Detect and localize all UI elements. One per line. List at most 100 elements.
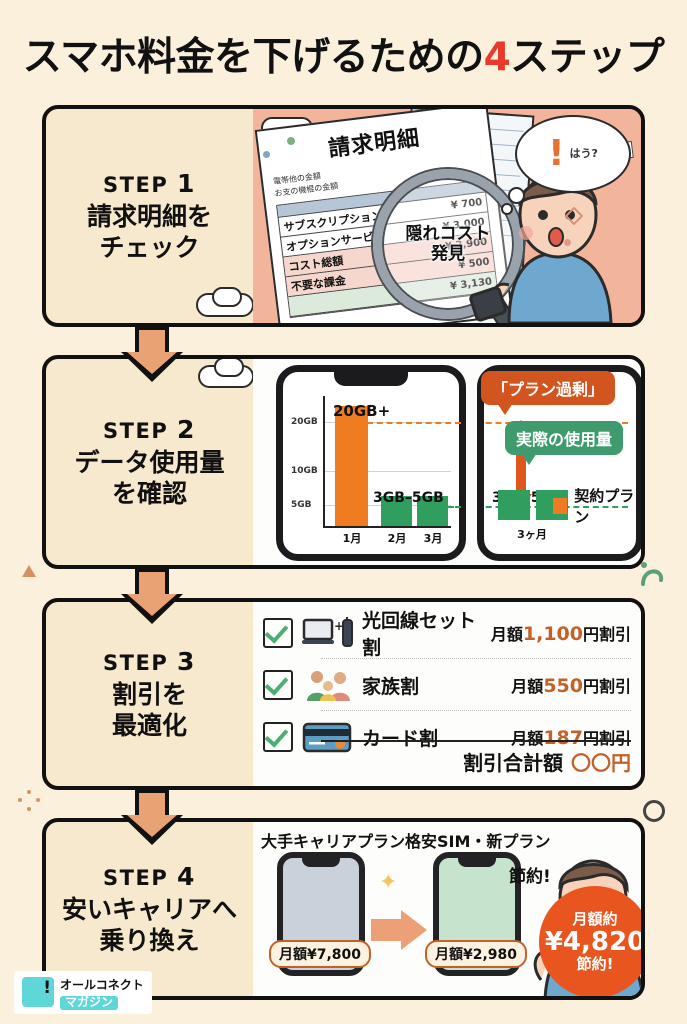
- checkbox-icon[interactable]: [263, 722, 293, 752]
- savings-prefix: 月額約: [572, 910, 618, 929]
- carrier-price-tag: 月額¥7,800: [269, 940, 372, 968]
- step-2-number: STEP 2: [103, 415, 196, 444]
- savings-badge: 月額約 ¥4,820 節約!: [539, 886, 641, 996]
- bar-plan-jan: [335, 406, 368, 526]
- x-tick-label-3mo: 3ヶ月: [517, 528, 547, 541]
- thought-bubble: ! はう?: [515, 115, 631, 193]
- chart-legend: 契約プラン: [553, 485, 641, 527]
- row-divider: [321, 658, 631, 659]
- usage-threshold-line: [441, 506, 461, 508]
- brand-logo-text: オールコネクト マガジン: [60, 975, 144, 1010]
- step-3-label-area: STEP 3 割引を 最適化: [46, 602, 253, 786]
- discount-row-card[interactable]: カード割 月額187円割引: [263, 714, 631, 760]
- step-1-number: STEP 1: [103, 169, 196, 198]
- phone-notch: [458, 857, 496, 867]
- x-tick-label: 3月: [423, 532, 443, 545]
- step-2-illustration: 20GB 10GB 5GB 20GB+ 3GB–5GB 1月 2月 3月: [253, 359, 641, 565]
- savings-suffix: 節約!: [576, 955, 614, 974]
- discount-name: カード割: [362, 727, 439, 750]
- callout-plan-excess: 「プラン過剰」: [481, 371, 616, 415]
- y-tick-label: 5GB: [291, 500, 312, 510]
- step-4-illustration: 大手キャリアプラン 格安SIM・新プラン 月額¥7,800 ✦ ✦ 月額¥2,9…: [253, 822, 641, 996]
- callout-tail: [497, 403, 513, 415]
- savings-amount: ¥4,820: [544, 926, 641, 957]
- phone-mockup-usage-chart: 20GB 10GB 5GB 20GB+ 3GB–5GB 1月 2月 3月: [276, 365, 466, 561]
- step-1-label-area: STEP 1 請求明細を チェック: [46, 109, 253, 323]
- bar-usage-3mo-a: [498, 490, 530, 520]
- family-icon: [302, 668, 354, 702]
- bar-usage-feb: [381, 496, 412, 526]
- step-4-number: STEP 4: [103, 862, 196, 891]
- legend-label-plan: 契約プラン: [574, 487, 635, 526]
- discount-amount: 月額187円割引: [511, 727, 631, 749]
- step-4-card: STEP 4 安いキャリアへ 乗り換え 大手キャリアプラン 格安SIM・新プラン…: [42, 818, 645, 1000]
- cloud-decoration-1b: [212, 287, 242, 307]
- chart-value-label-plan: 20GB+: [333, 402, 391, 420]
- switch-arrow-icon: [371, 910, 427, 950]
- page-title: スマホ料金を下げるための4ステップ: [0, 26, 687, 82]
- step-1-illustration: 請求明細 電帯他の金額 お支の機棍の金額 サブスクリプション ¥ 700 オプシ…: [253, 109, 641, 323]
- cloud-decoration-3b: [214, 359, 244, 377]
- carrier-plan-heading: 大手キャリアプラン: [261, 832, 406, 851]
- step-3-title: 割引を 最適化: [111, 680, 187, 740]
- step-4-label-area: STEP 4 安いキャリアへ 乗り換え: [46, 822, 253, 996]
- chart-value-label-usage: 3GB–5GB: [373, 490, 444, 506]
- discount-amount: 月額1,100円割引: [490, 623, 631, 645]
- discount-row-family[interactable]: 家族割 月額550円割引: [263, 662, 631, 708]
- thought-bubble-dot-small: [501, 203, 513, 215]
- legend-swatch-plan: [553, 498, 568, 514]
- y-tick-label: 10GB: [291, 466, 318, 476]
- checkbox-icon[interactable]: [263, 670, 293, 700]
- phone-notch: [302, 857, 340, 867]
- step-2-label-area: STEP 2 データ使用量 を確認: [46, 359, 253, 565]
- laptop-router-icon: +: [302, 616, 354, 650]
- step-2-title: データ使用量 を確認: [74, 448, 225, 508]
- brand-name: オールコネクト: [60, 977, 144, 992]
- page-title-accent: 4: [483, 35, 511, 80]
- magnifier-label: 隠れコスト 発見: [405, 223, 491, 264]
- sparkle-icon: ✦: [379, 870, 398, 895]
- x-tick-label: 1月: [342, 532, 362, 545]
- triangle-decoration: [22, 565, 36, 577]
- thought-bubble-dot-large: [508, 187, 525, 204]
- step-arrow-1: [121, 326, 183, 382]
- step-1-title: 請求明細を チェック: [86, 202, 212, 262]
- discount-name: 家族割: [362, 675, 420, 698]
- page-title-after: ステップ: [510, 35, 665, 80]
- page-title-before: スマホ料金を下げるための: [22, 35, 484, 80]
- brand-logo: オールコネクト マガジン: [14, 970, 152, 1014]
- callout-actual-usage: 実際の使用量: [505, 421, 624, 465]
- discount-total-row: 割引合計額 〇〇円: [321, 740, 631, 780]
- thought-bubble-text: はう?: [569, 146, 598, 160]
- house-logo-icon: [22, 977, 54, 1008]
- plan-threshold-line: [367, 422, 461, 424]
- y-tick-label: 20GB: [291, 417, 318, 427]
- phone-notch: [334, 371, 408, 386]
- exclamation-icon: !: [548, 133, 565, 174]
- checkbox-icon[interactable]: [263, 618, 293, 648]
- callout-tail: [521, 453, 537, 465]
- savings-shout-label: 節約!: [509, 867, 551, 887]
- confetti-dot: [564, 239, 571, 246]
- discount-total-value: 〇〇円: [571, 750, 631, 775]
- step-1-card: STEP 1 請求明細を チェック 請求明細 電帯他の金額 お支の機棍の金額 サ: [42, 105, 645, 327]
- curve-decoration-right: [641, 562, 664, 586]
- step-3-number: STEP 3: [103, 647, 196, 676]
- step-3-card: STEP 3 割引を 最適化 + 光回線セット割 月額1,100円割引: [42, 598, 645, 790]
- confetti-dot: [287, 137, 295, 145]
- circle-decoration-right: [643, 800, 665, 822]
- row-divider: [321, 710, 631, 711]
- step-4-title: 安いキャリアへ 乗り換え: [61, 895, 237, 955]
- diamond-decoration: [565, 207, 583, 225]
- brand-badge: マガジン: [60, 996, 119, 1010]
- confetti-dot: [263, 151, 270, 158]
- svg-text:+: +: [334, 619, 344, 633]
- mvno-plan-heading: 格安SIM・新プラン: [405, 832, 551, 851]
- discount-row-fiber[interactable]: + 光回線セット割 月額1,100円割引: [263, 610, 631, 659]
- discount-amount: 月額550円割引: [511, 675, 631, 697]
- usage-bar-chart: 20GB 10GB 5GB 20GB+ 3GB–5GB 1月 2月 3月: [291, 394, 461, 548]
- discount-name: 光回線セット割: [362, 610, 477, 659]
- step-3-discount-list: + 光回線セット割 月額1,100円割引 家族割: [253, 602, 641, 786]
- step-2-card: STEP 2 データ使用量 を確認 20GB 10GB 5GB: [42, 355, 645, 569]
- mvno-price-tag: 月額¥2,980: [425, 940, 528, 968]
